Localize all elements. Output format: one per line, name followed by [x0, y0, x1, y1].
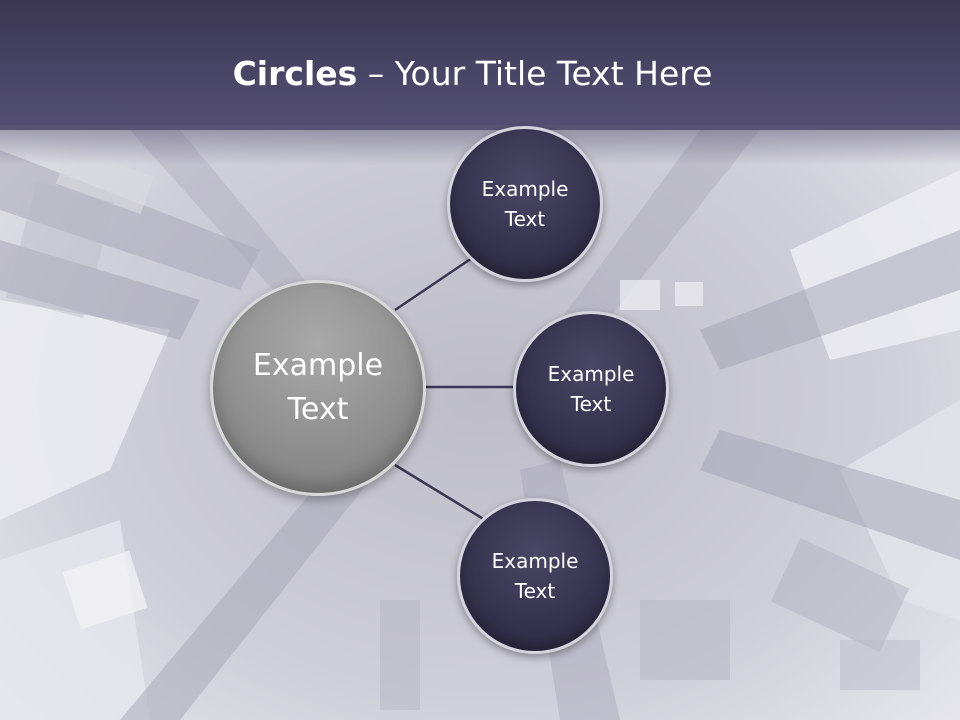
node-top-line2: Text — [504, 207, 546, 231]
node-circle-top[interactable]: Example Text — [447, 126, 603, 282]
slide-title-rest: – Your Title Text Here — [357, 54, 713, 93]
center-circle-line1: Example — [252, 348, 384, 383]
node-bottom-line2: Text — [514, 579, 556, 603]
center-circle-line2: Text — [287, 392, 349, 427]
node-middle-line1: Example — [547, 362, 635, 386]
slide-title-bold: Circles — [232, 54, 358, 93]
connector-line-top — [394, 254, 476, 312]
node-middle-line2: Text — [570, 392, 612, 416]
node-bottom-line1: Example — [491, 549, 579, 573]
node-top-line1: Example — [481, 177, 569, 201]
title-bar — [0, 0, 960, 130]
connector-line-bottom — [394, 463, 486, 522]
node-circle-middle[interactable]: Example Text — [513, 311, 669, 467]
slide-title[interactable]: Circles – Your Title Text Here — [0, 52, 945, 96]
node-circle-bottom[interactable]: Example Text — [457, 498, 613, 654]
center-circle[interactable]: Example Text — [210, 280, 426, 496]
